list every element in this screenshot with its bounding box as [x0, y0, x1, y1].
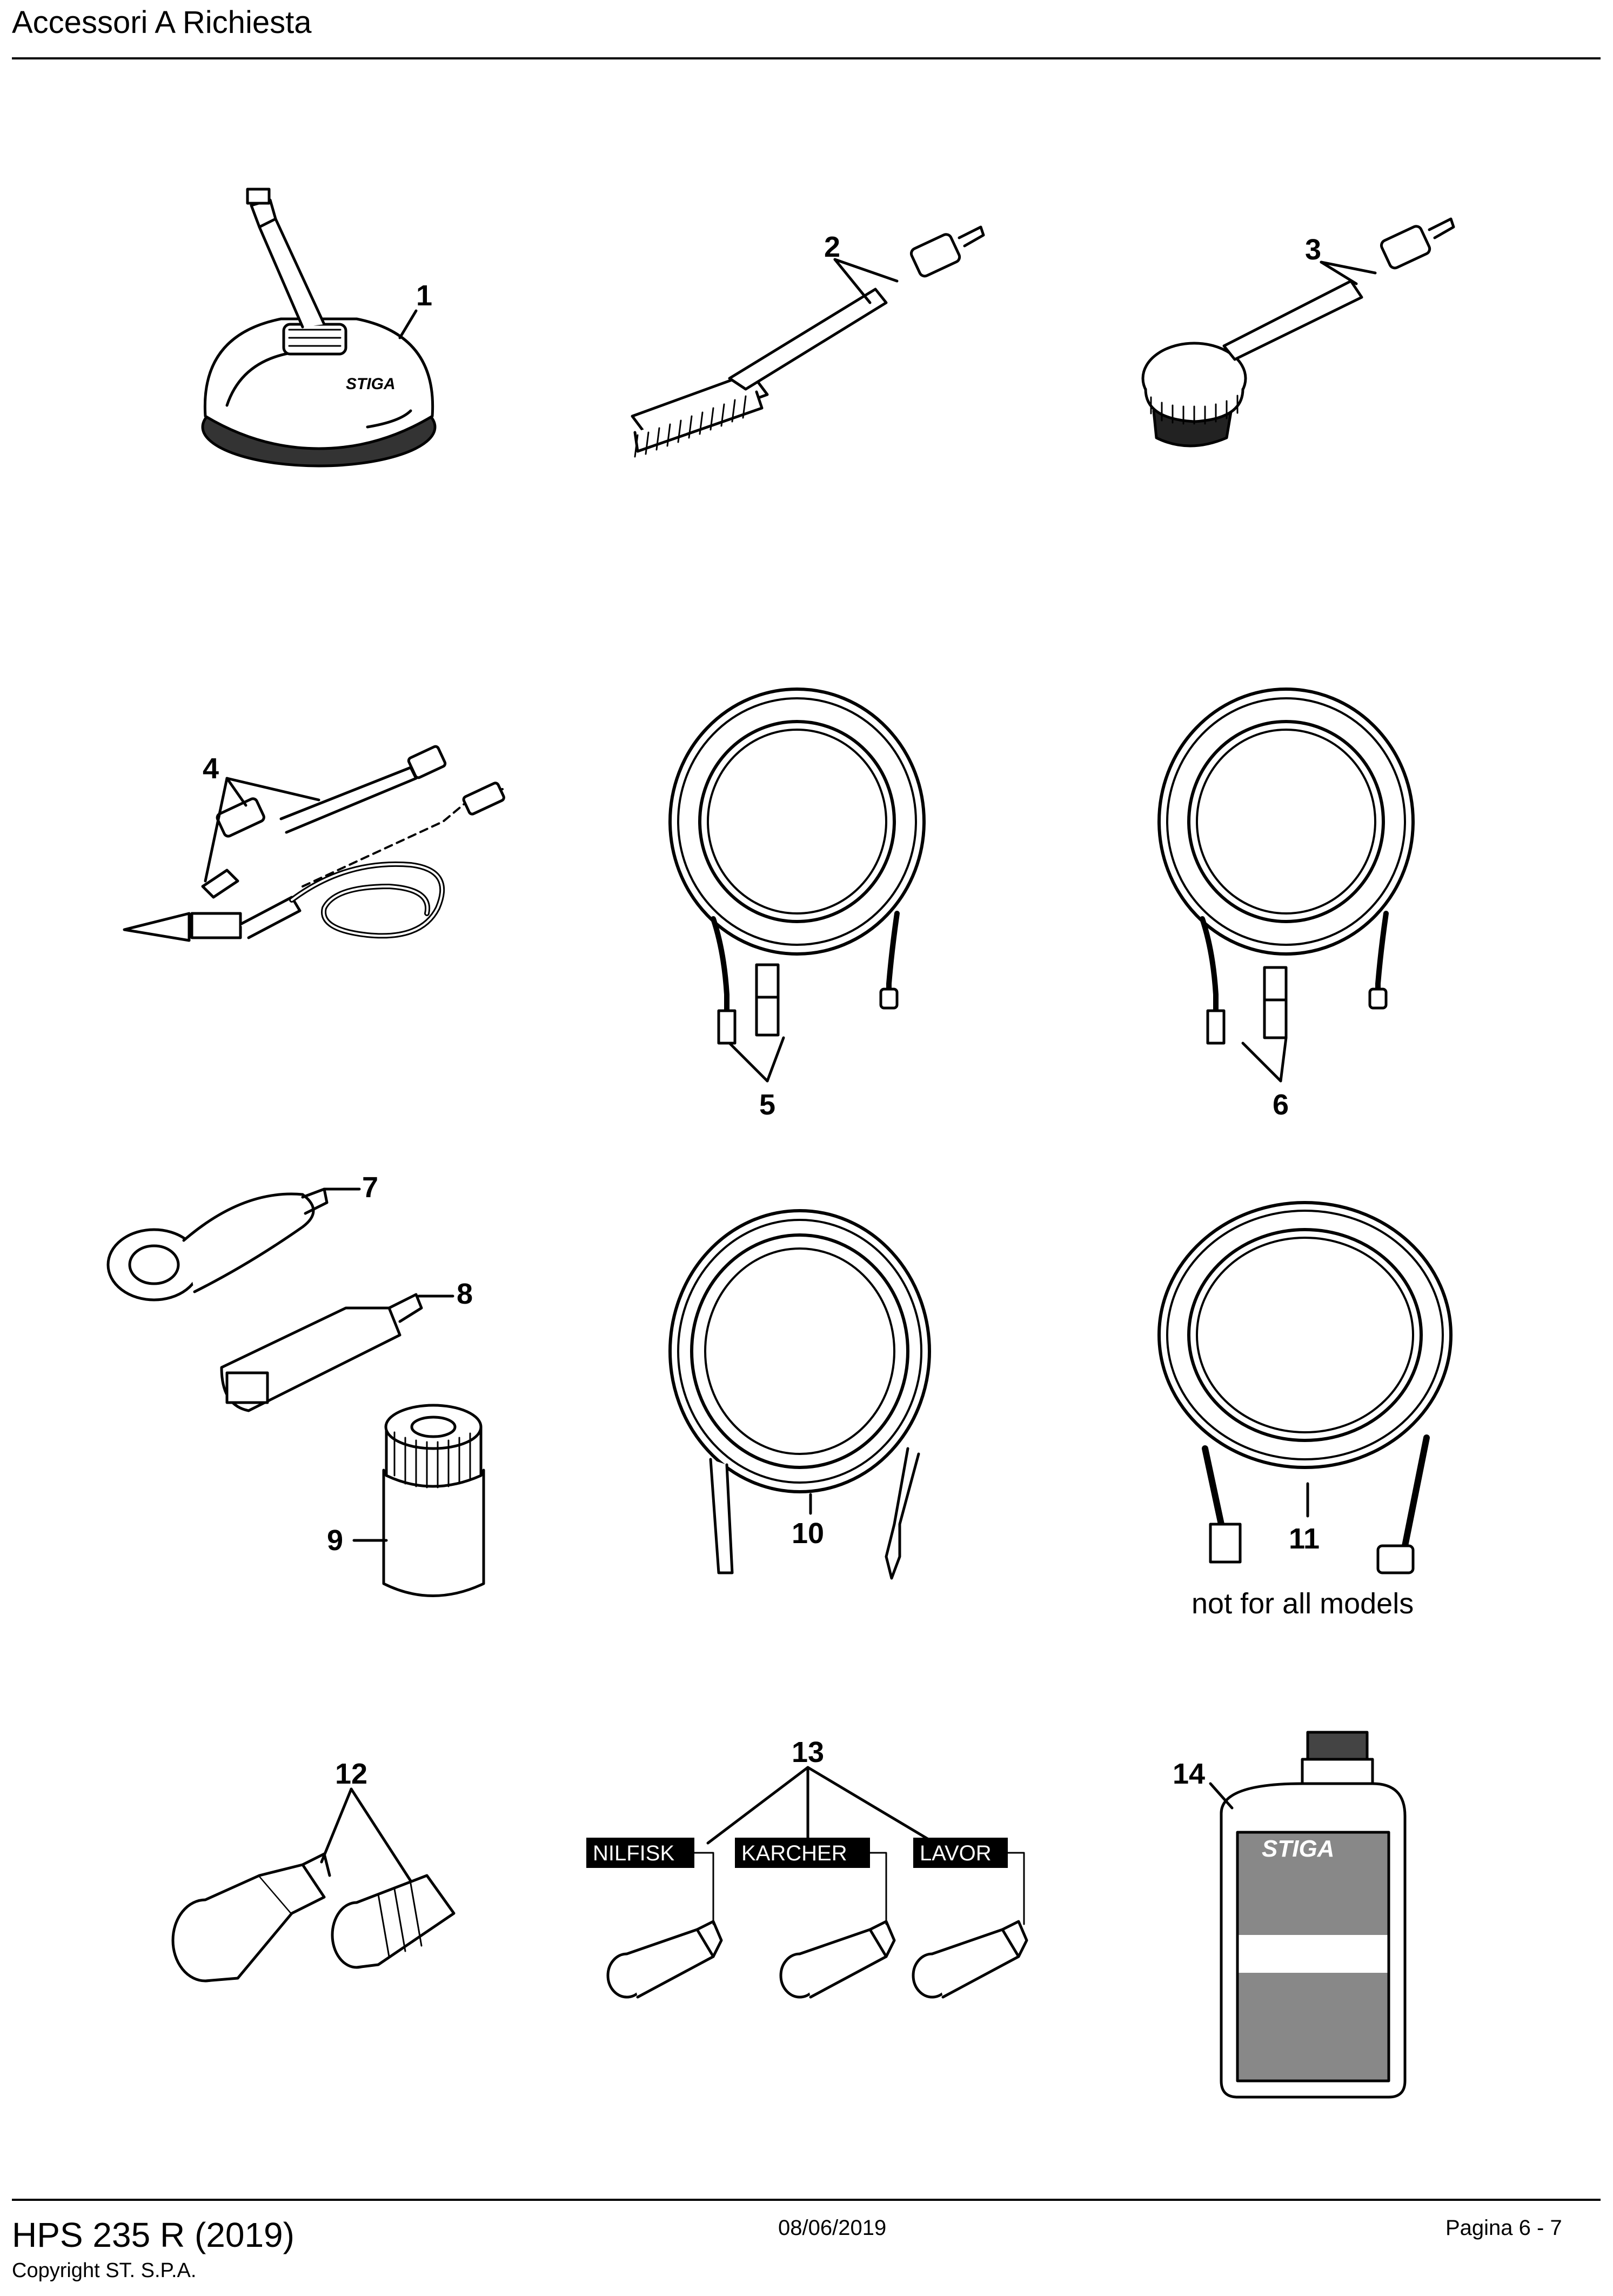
footer-copyright: Copyright ST. S.P.A. [12, 2259, 197, 2282]
callout-7: 7 [362, 1171, 378, 1204]
label-lavor [913, 1838, 1008, 1868]
hose-part-10 [668, 1209, 931, 1580]
brand-nilfisk: NILFISK [593, 1841, 674, 1865]
hose-with-adapters-part-6 [1157, 688, 1415, 1045]
footer-page-number: Pagina 6 - 7 [1445, 2216, 1562, 2240]
cap-part [382, 1404, 485, 1597]
foam-connector-part [106, 1187, 329, 1301]
footer-model: HPS 235 R (2019) [12, 2215, 295, 2254]
footer-rule [12, 2199, 1601, 2201]
callout-3: 3 [1305, 233, 1321, 266]
bottle-stiga-logo: STIGA [1262, 1836, 1334, 1862]
callout-1: 1 [416, 279, 432, 312]
callout-11: 11 [1289, 1523, 1320, 1555]
callout-13: 13 [792, 1736, 824, 1768]
turbo-nozzle-part [220, 1293, 423, 1412]
flat-brush-part [631, 225, 985, 458]
page-title: Accessori A Richiesta [12, 5, 312, 40]
nilfisk-adapter-part [606, 1920, 723, 1999]
brand-karcher: KARCHER [741, 1841, 847, 1865]
callout-4: 4 [203, 752, 219, 785]
header-rule [12, 57, 1601, 59]
patio-cleaner-part: STIGA [201, 188, 437, 468]
footer-date: 08/06/2019 [778, 2216, 887, 2240]
round-brush-part [1141, 217, 1455, 448]
label-karcher [735, 1838, 870, 1868]
karcher-adapter-part [779, 1920, 896, 1999]
callout-6: 6 [1273, 1089, 1289, 1121]
callout-10: 10 [792, 1517, 824, 1550]
label-nilfisk [586, 1838, 694, 1868]
callout-2: 2 [824, 231, 840, 263]
callout-5: 5 [759, 1089, 775, 1121]
callout-14: 14 [1173, 1758, 1205, 1790]
pipe-cleaning-kit-part [123, 745, 505, 942]
callout-12: 12 [335, 1758, 367, 1790]
callout-9: 9 [327, 1524, 343, 1557]
note-item-11: not for all models [1192, 1587, 1414, 1620]
lavor-adapter-part [912, 1920, 1028, 1999]
hose-part-11 [1157, 1201, 1453, 1574]
callout-8: 8 [457, 1278, 473, 1310]
brand-lavor: LAVOR [920, 1841, 992, 1865]
hose-with-adapters-part-5 [668, 688, 926, 1045]
quick-couplings-part [171, 1852, 456, 1983]
detergent-bottle-part: STIGA [1220, 1731, 1407, 2099]
stiga-logo: STIGA [346, 375, 396, 393]
